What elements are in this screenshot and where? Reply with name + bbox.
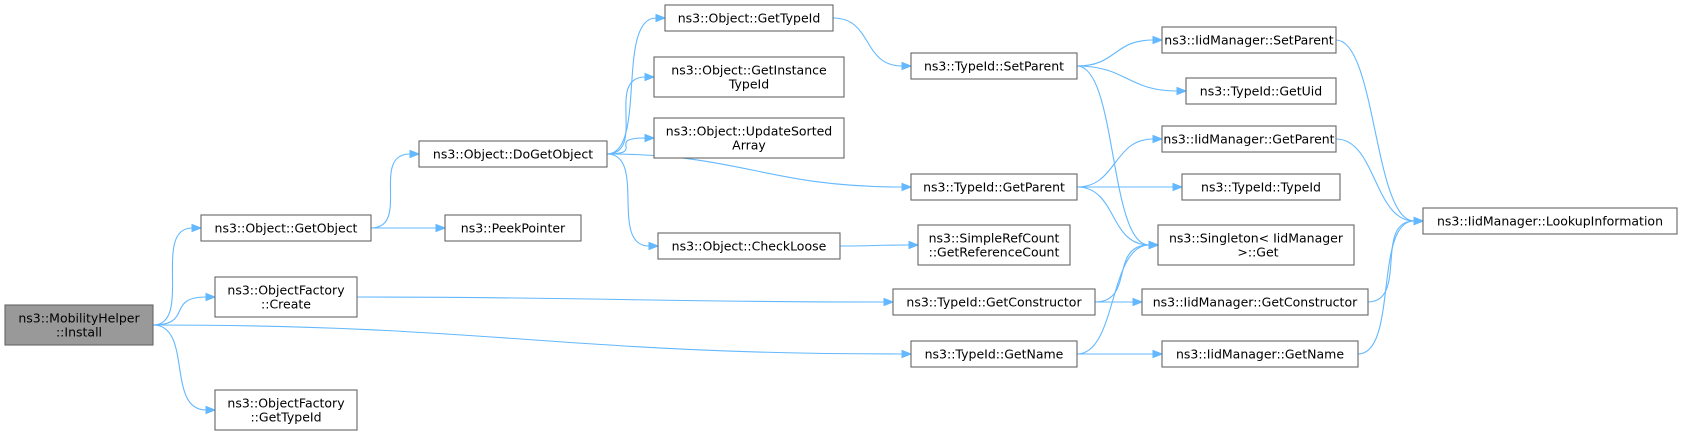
node-label: ::GetTypeId xyxy=(250,410,321,425)
node-of_gettypeid[interactable]: ns3::ObjectFactory::GetTypeId xyxy=(214,389,358,431)
node-label: ns3::IidManager::SetParent xyxy=(1164,33,1334,48)
node-label: ns3::Object::GetTypeId xyxy=(678,11,821,26)
node-tid_getuid[interactable]: ns3::TypeId::GetUid xyxy=(1185,77,1337,105)
node-iid_getname[interactable]: ns3::IidManager::GetName xyxy=(1161,340,1359,368)
edge-tid_setparent-to-tid_getuid xyxy=(1076,65,1188,96)
edge-install-to-of_gettypeid xyxy=(152,324,217,415)
edge-obj_checkloose-to-simplerefcount xyxy=(839,240,920,250)
node-label: ns3::IidManager::GetParent xyxy=(1163,132,1334,147)
node-label: ns3::Object::UpdateSorted xyxy=(666,124,832,139)
node-label: ns3::TypeId::GetName xyxy=(925,347,1064,362)
edge-install-to-of_create xyxy=(152,292,217,326)
node-install[interactable]: ns3::MobilityHelper::Install xyxy=(4,304,154,346)
node-getobject[interactable]: ns3::Object::GetObject xyxy=(200,214,372,242)
node-label: ns3::Object::GetObject xyxy=(215,221,358,236)
edge-tid_getparent-to-iid_getparent xyxy=(1076,134,1164,188)
node-label: >::Get xyxy=(1233,245,1278,260)
node-iid_getconstructor[interactable]: ns3::IidManager::GetConstructor xyxy=(1141,288,1369,316)
node-label: ns3::Object::DoGetObject xyxy=(433,147,593,162)
node-label: ns3::TypeId::TypeId xyxy=(1201,180,1321,195)
node-obj_gettypeid[interactable]: ns3::Object::GetTypeId xyxy=(664,4,834,32)
node-tid_getconstructor[interactable]: ns3::TypeId::GetConstructor xyxy=(892,288,1096,316)
edge-of_create-to-tid_getconstructor xyxy=(356,296,895,307)
node-iid_setparent[interactable]: ns3::IidManager::SetParent xyxy=(1161,26,1337,54)
edge-tid_setparent-to-singleton_get xyxy=(1076,65,1160,250)
node-label: ::GetReferenceCount xyxy=(929,245,1060,260)
edge-dogetobject-to-obj_updatesorted xyxy=(606,133,656,155)
node-label: ns3::ObjectFactory xyxy=(227,396,345,411)
node-label: ns3::IidManager::LookupInformation xyxy=(1437,214,1663,229)
node-label: ns3::SimpleRefCount xyxy=(929,231,1060,246)
node-peekpointer[interactable]: ns3::PeekPointer xyxy=(444,214,582,242)
node-label: TypeId xyxy=(728,77,769,92)
node-iid_getparent[interactable]: ns3::IidManager::GetParent xyxy=(1161,125,1337,153)
node-label: ::Create xyxy=(261,297,311,312)
node-label: ns3::Object::GetInstance xyxy=(671,63,827,78)
edge-getobject-to-peekpointer xyxy=(371,223,447,233)
edge-install-to-getobject xyxy=(152,223,203,326)
node-label: Array xyxy=(732,138,766,153)
node-tid_getparent[interactable]: ns3::TypeId::GetParent xyxy=(910,173,1078,201)
edge-obj_gettypeid-to-tid_setparent xyxy=(832,17,913,71)
node-tid_setparent[interactable]: ns3::TypeId::SetParent xyxy=(910,52,1078,80)
node-label: ns3::IidManager::GetName xyxy=(1176,347,1344,362)
edge-iid_getname-to-iid_lookup xyxy=(1357,216,1425,355)
node-label: ns3::MobilityHelper xyxy=(18,311,140,326)
node-of_create[interactable]: ns3::ObjectFactory::Create xyxy=(214,276,358,318)
edge-dogetobject-to-obj_gettypeid xyxy=(606,13,667,155)
node-label: ns3::TypeId::SetParent xyxy=(924,59,1064,74)
edge-dogetobject-to-obj_getinstance xyxy=(606,72,656,155)
node-label: ns3::Singleton< IidManager xyxy=(1169,231,1344,246)
edge-dogetobject-to-tid_getparent xyxy=(606,153,913,192)
edge-tid_getconstructor-to-iid_getconstructor xyxy=(1095,297,1144,307)
edge-iid_getconstructor-to-iid_lookup xyxy=(1367,216,1425,303)
node-label: ns3::PeekPointer xyxy=(461,221,566,236)
node-label: ns3::TypeId::GetConstructor xyxy=(906,295,1082,310)
node-label: ns3::TypeId::GetUid xyxy=(1200,84,1322,99)
node-simplerefcount[interactable]: ns3::SimpleRefCount::GetReferenceCount xyxy=(917,224,1071,266)
node-obj_checkloose[interactable]: ns3::Object::CheckLoose xyxy=(657,232,841,260)
edge-tid_getparent-to-tid_typeid xyxy=(1077,182,1184,192)
node-label: ns3::ObjectFactory xyxy=(227,283,345,298)
node-label: ns3::TypeId::GetParent xyxy=(923,180,1065,195)
node-tid_typeid[interactable]: ns3::TypeId::TypeId xyxy=(1181,173,1341,201)
node-singleton_get[interactable]: ns3::Singleton< IidManager >::Get xyxy=(1157,224,1355,266)
node-tid_getname[interactable]: ns3::TypeId::GetName xyxy=(910,340,1078,368)
node-label: ns3::Object::CheckLoose xyxy=(672,239,827,254)
graph-nodes: ns3::MobilityHelper::Install ns3::Object:… xyxy=(4,4,1678,431)
edge-tid_getparent-to-singleton_get xyxy=(1076,186,1160,250)
edge-tid_getname-to-iid_getname xyxy=(1076,349,1164,359)
edge-tid_setparent-to-iid_setparent xyxy=(1076,35,1164,67)
edge-iid_setparent-to-iid_lookup xyxy=(1335,39,1425,226)
node-iid_lookup[interactable]: ns3::IidManager::LookupInformation xyxy=(1422,207,1678,235)
node-label: ns3::IidManager::GetConstructor xyxy=(1153,295,1358,310)
edge-install-to-tid_getname xyxy=(152,324,913,359)
edge-getobject-to-dogetobject xyxy=(370,149,421,229)
node-dogetobject[interactable]: ns3::Object::DoGetObject xyxy=(418,140,608,168)
edge-dogetobject-to-obj_checkloose xyxy=(606,153,660,251)
node-label: ::Install xyxy=(56,325,102,340)
edge-tid_getname-to-singleton_get xyxy=(1076,240,1160,355)
